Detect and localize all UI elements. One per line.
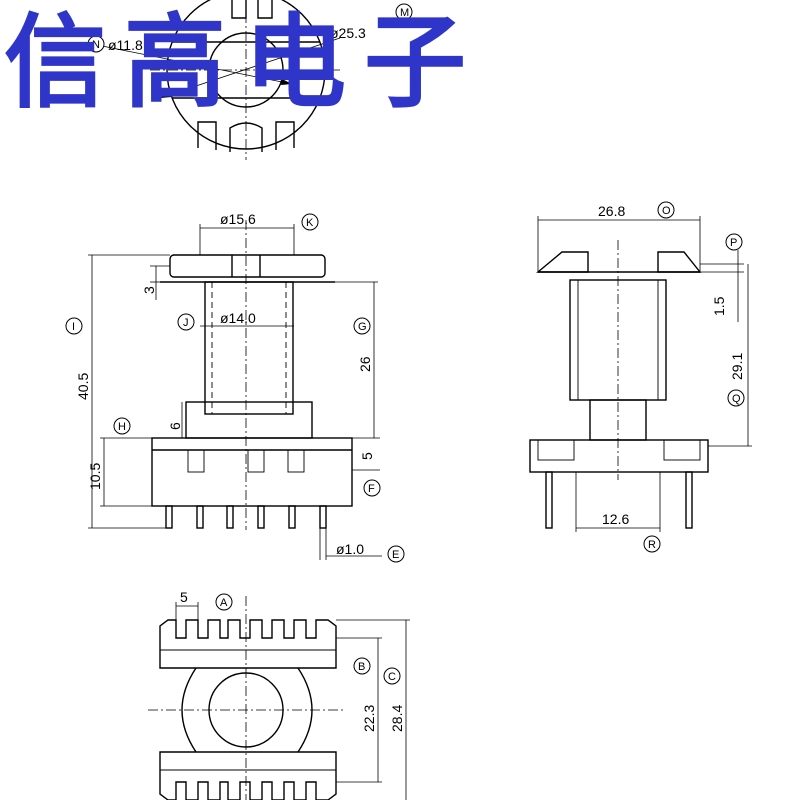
balloon-b-text: B — [358, 661, 365, 673]
balloon-q: Q — [727, 389, 745, 407]
balloon-i: I — [65, 317, 83, 335]
leader-m — [159, 37, 341, 99]
dim-o-label: 26.8 — [598, 203, 625, 219]
side-pin — [545, 471, 553, 529]
balloon-q-text: Q — [732, 393, 741, 405]
top-flange — [169, 254, 326, 278]
dim-r-label: 12.6 — [602, 511, 629, 527]
dim-j-label: ø14.0 — [220, 310, 256, 326]
base-detail — [537, 439, 575, 461]
pin — [165, 505, 173, 529]
balloon-c-text: C — [388, 671, 396, 683]
dim-q-label: 29.1 — [729, 353, 745, 380]
bottom-view: 5 22.3 28.4 — [148, 589, 410, 800]
balloon-f: F — [363, 479, 381, 497]
side-base — [529, 439, 709, 473]
slot-left — [197, 121, 217, 150]
top-view: ø11.8 ø25.3 — [101, 0, 366, 160]
front-view: ø15.6 ø14.0 40.5 3 6 26 5 10.5 — [75, 211, 382, 560]
balloon-f-text: F — [368, 483, 375, 495]
base-detail — [663, 439, 701, 461]
side-flange-right — [657, 251, 702, 273]
comb-top — [159, 619, 337, 669]
core-tube — [204, 281, 294, 415]
balloon-p-text: P — [730, 237, 737, 249]
balloon-o-text: O — [662, 205, 671, 217]
leader-n — [101, 45, 293, 85]
dim-6-label: 6 — [167, 422, 183, 430]
base-slot — [247, 449, 265, 473]
base-slot — [187, 449, 205, 473]
balloon-g: G — [353, 317, 371, 335]
dim-k-label: ø15.6 — [220, 211, 256, 227]
balloon-o: O — [657, 201, 675, 219]
balloon-n-text: N — [92, 39, 100, 51]
balloon-r-text: R — [648, 539, 656, 551]
dim-e-label: ø1.0 — [336, 541, 364, 557]
slot-right — [275, 121, 295, 150]
base-slot — [287, 449, 305, 473]
pin — [257, 505, 265, 529]
dim-g-label: 26 — [357, 356, 373, 372]
side-view: 26.8 1.5 29.1 12.6 — [529, 203, 752, 532]
balloon-e-text: E — [392, 549, 399, 561]
comb-bottom — [159, 751, 337, 800]
body-arc-left — [181, 667, 197, 753]
pins — [165, 505, 327, 529]
balloon-h-text: H — [118, 421, 126, 433]
balloon-m-text: M — [400, 7, 409, 19]
balloon-a: A — [215, 593, 233, 611]
arrow-m — [160, 91, 172, 98]
arrow-n — [281, 79, 292, 85]
balloon-k-text: K — [306, 217, 314, 229]
balloon-r: R — [643, 535, 661, 553]
dim-p-label: 1.5 — [711, 296, 727, 316]
balloon-c: C — [383, 667, 401, 685]
balloon-i-text: I — [72, 321, 75, 333]
dim-d-label: 10.5 — [87, 463, 103, 490]
balloon-j: J — [177, 313, 195, 331]
watermark: 信高电子 — [4, 4, 484, 123]
dim-3-label: 3 — [141, 286, 157, 294]
pin — [288, 505, 296, 529]
dim-b-label: 22.3 — [361, 705, 377, 732]
base-block — [151, 437, 353, 507]
dim-c-label: 28.4 — [389, 705, 405, 732]
balloon-b: B — [353, 657, 371, 675]
side-flange-left — [536, 251, 589, 273]
balloon-k: K — [301, 213, 319, 231]
pin — [319, 505, 327, 529]
dim-i-label: 40.5 — [75, 373, 91, 400]
balloon-g-text: G — [358, 321, 367, 333]
balloon-h: H — [113, 417, 131, 435]
dim-m-label: ø25.3 — [330, 25, 366, 41]
balloon-n: N — [87, 35, 105, 53]
pin — [226, 505, 234, 529]
dim-f-label: 5 — [359, 452, 375, 460]
dim-a-label: 5 — [180, 589, 188, 605]
balloon-p: P — [725, 233, 743, 251]
slot-top-right — [257, 0, 273, 19]
balloon-j-text: J — [183, 317, 189, 329]
side-pin — [685, 471, 693, 529]
pin — [196, 505, 204, 529]
dim-n-label: ø11.8 — [108, 37, 143, 53]
watermark-text: 信高电子 — [4, 4, 484, 123]
balloon-m: M — [395, 3, 413, 21]
balloon-e: E — [387, 545, 405, 563]
balloon-a-text: A — [220, 597, 228, 609]
